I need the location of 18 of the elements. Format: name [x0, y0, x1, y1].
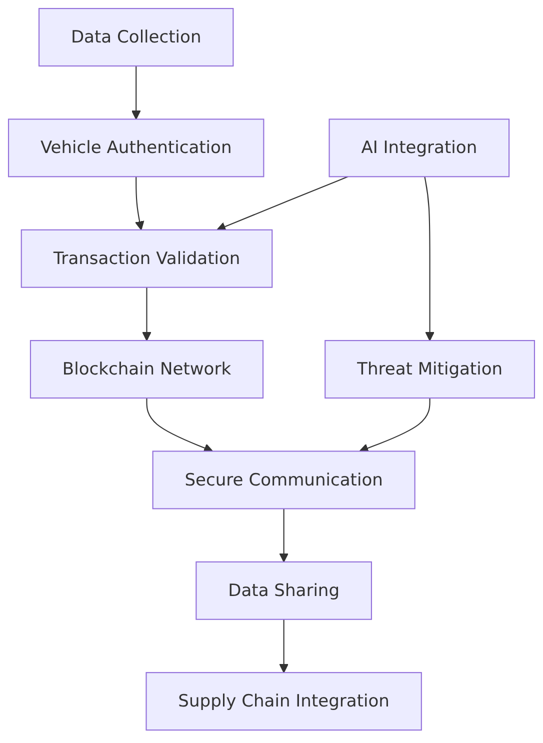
arrow [142, 287, 152, 341]
arrow [279, 619, 288, 673]
node-box: Transaction Validation [20, 229, 273, 288]
node-box: Data Collection [38, 8, 234, 67]
node-box: Data Sharing [196, 561, 372, 620]
arrow [279, 508, 288, 562]
node-box: Supply Chain Integration [146, 672, 422, 731]
node-box: Secure Communication [152, 450, 416, 510]
node-box: Vehicle Authentication [8, 118, 264, 178]
arrow [424, 176, 434, 341]
arrow [131, 66, 141, 120]
node-box: Threat Mitigation [324, 340, 536, 399]
arrow [135, 176, 144, 230]
arrow [146, 398, 214, 452]
arrow [359, 398, 430, 453]
node-box: AI Integration [328, 118, 510, 178]
arrow [216, 176, 348, 232]
node-box: Blockchain Network [30, 340, 264, 399]
